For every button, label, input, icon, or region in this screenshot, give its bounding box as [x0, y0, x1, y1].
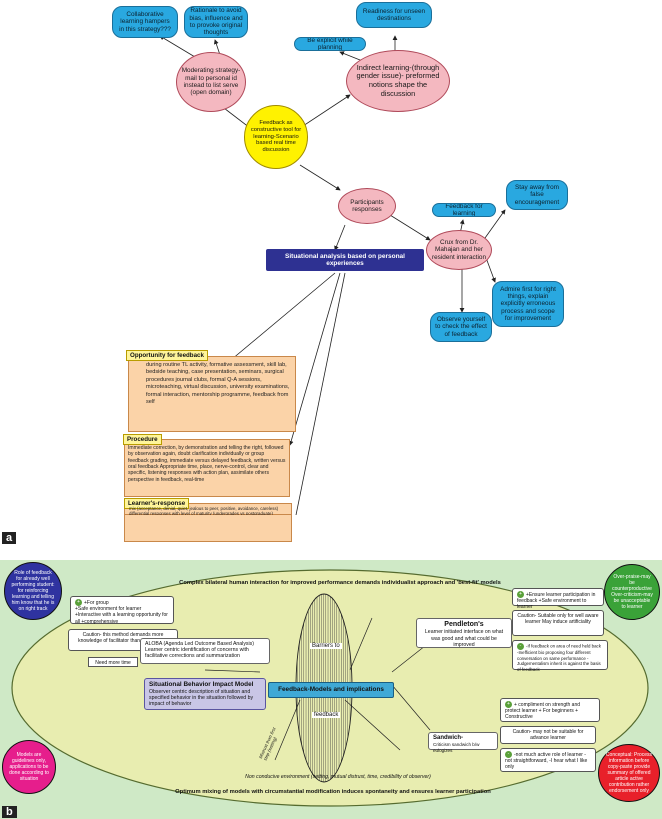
central-text: Feedback as constructive tool for learni…	[250, 120, 302, 153]
feedback-word-label: feedback	[312, 712, 341, 718]
pendleton-title: Pendleton's	[444, 621, 484, 628]
bottom-text: Optimum mixing of models with circumstan…	[175, 789, 491, 795]
sbim-box: Situational Behavior Impact Model Observ…	[144, 678, 266, 710]
participants-text: Participants responses	[350, 198, 384, 213]
aloba-text: ALOBA (Agenda Led Outcome Based Analysis…	[145, 641, 254, 660]
procedure-title: Procedure	[123, 434, 162, 445]
panel-a-label: a	[2, 532, 17, 544]
rationale-text: Rationale to avoid bias, influence and t…	[189, 7, 243, 37]
minus-icon-pend: -	[517, 643, 524, 650]
collab-text: Collaborative learning hampers in this s…	[119, 10, 171, 33]
participants-node: Participants responses	[338, 188, 396, 224]
sandwich-text: Criticism sandwich b/w eulogizes	[433, 742, 480, 753]
moderating-node: Moderating strategy-mail to personal id …	[176, 52, 246, 112]
sand-minus-box: --not much active role of learner -not s…	[500, 748, 596, 772]
green-circle: Over-praise-may be counterproductive Ove…	[604, 564, 660, 620]
indirect-text: Indirect learning-(through gender issue)…	[356, 62, 440, 98]
opportunity-text: during routine TL activity, formative as…	[146, 362, 290, 405]
admire-text: Admire first for right things, explain e…	[500, 285, 556, 323]
learner-box-bottom	[124, 515, 292, 542]
red-circle: Conceptual: Process information before c…	[598, 744, 660, 802]
sandwich-title: Sandwich-	[433, 735, 464, 741]
readiness-text: Readiness for unseen destinations	[362, 7, 426, 22]
caution-pend-text: Caution- Suitable only for well aware le…	[517, 613, 599, 626]
panel-b-label: b	[2, 806, 17, 818]
need-time-box: Need more time	[88, 657, 138, 667]
stay-away-text: Stay away from false encouragement	[514, 183, 560, 206]
crux-node: Crux from Dr. Mahajan and her resident i…	[426, 230, 492, 270]
plus-icon-sand: +	[505, 701, 512, 708]
collab-node: Collaborative learning hampers in this s…	[112, 6, 178, 38]
central-node: Feedback as constructive tool for learni…	[244, 105, 308, 169]
pink-circle-text: Models are guidelines only, applications…	[9, 752, 49, 782]
caution-sand-text: Caution- may not be suitable for advance…	[512, 729, 584, 742]
learner-text: mix (acceptance, denial, quiet, jealous …	[129, 506, 279, 516]
caution-pend-box: Caution- Suitable only for well aware le…	[512, 610, 604, 636]
procedure-text: Immediate correction, by demonstration a…	[128, 445, 286, 483]
sand-plus-box: ++ compliment on strength and protect le…	[500, 698, 600, 722]
sand-plus-text: + compliment on strength and protect lea…	[505, 701, 581, 721]
situational-text: Situational analysis based on personal e…	[285, 252, 405, 267]
left-blue-circle: Role of feedback for already well perfor…	[4, 562, 62, 620]
need-time-text: Need more time	[95, 660, 131, 666]
stay-away-node: Stay away from false encouragement	[506, 180, 568, 210]
sand-minus-text: -not much active role of learner -not st…	[505, 751, 588, 771]
feedback-learning-text: Feedback for learning	[445, 203, 483, 217]
explicit-node: Be explicit while planning	[294, 37, 366, 51]
sandwich-box: Sandwich- Criticism sandwich b/w eulogiz…	[428, 732, 498, 753]
caution-sand-box: Caution- may not be suitable for advance…	[500, 726, 596, 744]
opportunity-title: Opportunity for feedback	[126, 350, 208, 361]
rationale-node: Rationale to avoid bias, influence and t…	[184, 6, 248, 38]
barriers-to-label: Barriers to	[310, 643, 342, 649]
opportunity-box	[128, 356, 296, 432]
observe-text: Observe yourself to check the effect of …	[435, 315, 487, 338]
panel-b: Complex bilateral human interaction for …	[0, 560, 662, 819]
minus-icon-sand: -	[505, 751, 512, 758]
procedure-box	[124, 439, 290, 497]
pend-plus-text: +Ensure learner participation in feedbac…	[517, 591, 596, 611]
explicit-text: Be explicit while planning	[307, 37, 353, 51]
observe-node: Observe yourself to check the effect of …	[430, 312, 492, 342]
green-circle-text: Over-praise-may be counterproductive Ove…	[611, 574, 653, 610]
situational-node: Situational analysis based on personal e…	[266, 249, 424, 271]
feedback-learning-node: Feedback for learning	[432, 203, 496, 217]
aloba-box: ALOBA (Agenda Led Outcome Based Analysis…	[140, 638, 270, 664]
pendleton-text: Learner initiated interface on what was …	[424, 629, 504, 648]
crux-text: Crux from Dr. Mahajan and her resident i…	[432, 238, 486, 261]
center-title: Feedback-Models and implications	[268, 682, 394, 698]
red-circle-text: Conceptual: Process information before c…	[605, 752, 653, 794]
moderating-text: Moderating strategy-mail to personal id …	[181, 67, 241, 97]
pendleton-box: Pendleton's Learner initiated interface …	[416, 618, 512, 648]
readiness-node: Readiness for unseen destinations	[356, 2, 432, 28]
caution-left-text: Caution- this method demands more knowle…	[78, 632, 168, 645]
pend-minus-text: -If feedback on area of need held back -…	[517, 643, 601, 672]
group-box: ++For group +Safe environment for learne…	[70, 596, 174, 625]
left-circle-text: Role of feedback for already well perfor…	[11, 570, 55, 612]
pend-plus-box: ++Ensure learner participation in feedba…	[512, 588, 604, 610]
admire-node: Admire first for right things, explain e…	[492, 281, 564, 327]
plus-icon: +	[75, 599, 82, 606]
sbim-title: Situational Behavior Impact Model	[149, 681, 254, 688]
top-text: Complex bilateral human interaction for …	[179, 580, 501, 586]
sbim-text: Observer centric description of situatio…	[149, 688, 254, 708]
plus-icon-pend: +	[517, 591, 524, 598]
indirect-node: Indirect learning-(through gender issue)…	[346, 50, 450, 112]
pend-minus-box: --If feedback on area of need held back …	[512, 640, 608, 672]
pink-circle: Models are guidelines only, applications…	[2, 740, 56, 794]
group-box-text: +For group +Safe environment for learner…	[75, 599, 168, 625]
learner-title: Learner's-response	[124, 498, 190, 509]
panel-a: Collaborative learning hampers in this s…	[112, 2, 568, 516]
barrier-bottom-text: Non conducive environment (setting, mutu…	[245, 774, 431, 780]
